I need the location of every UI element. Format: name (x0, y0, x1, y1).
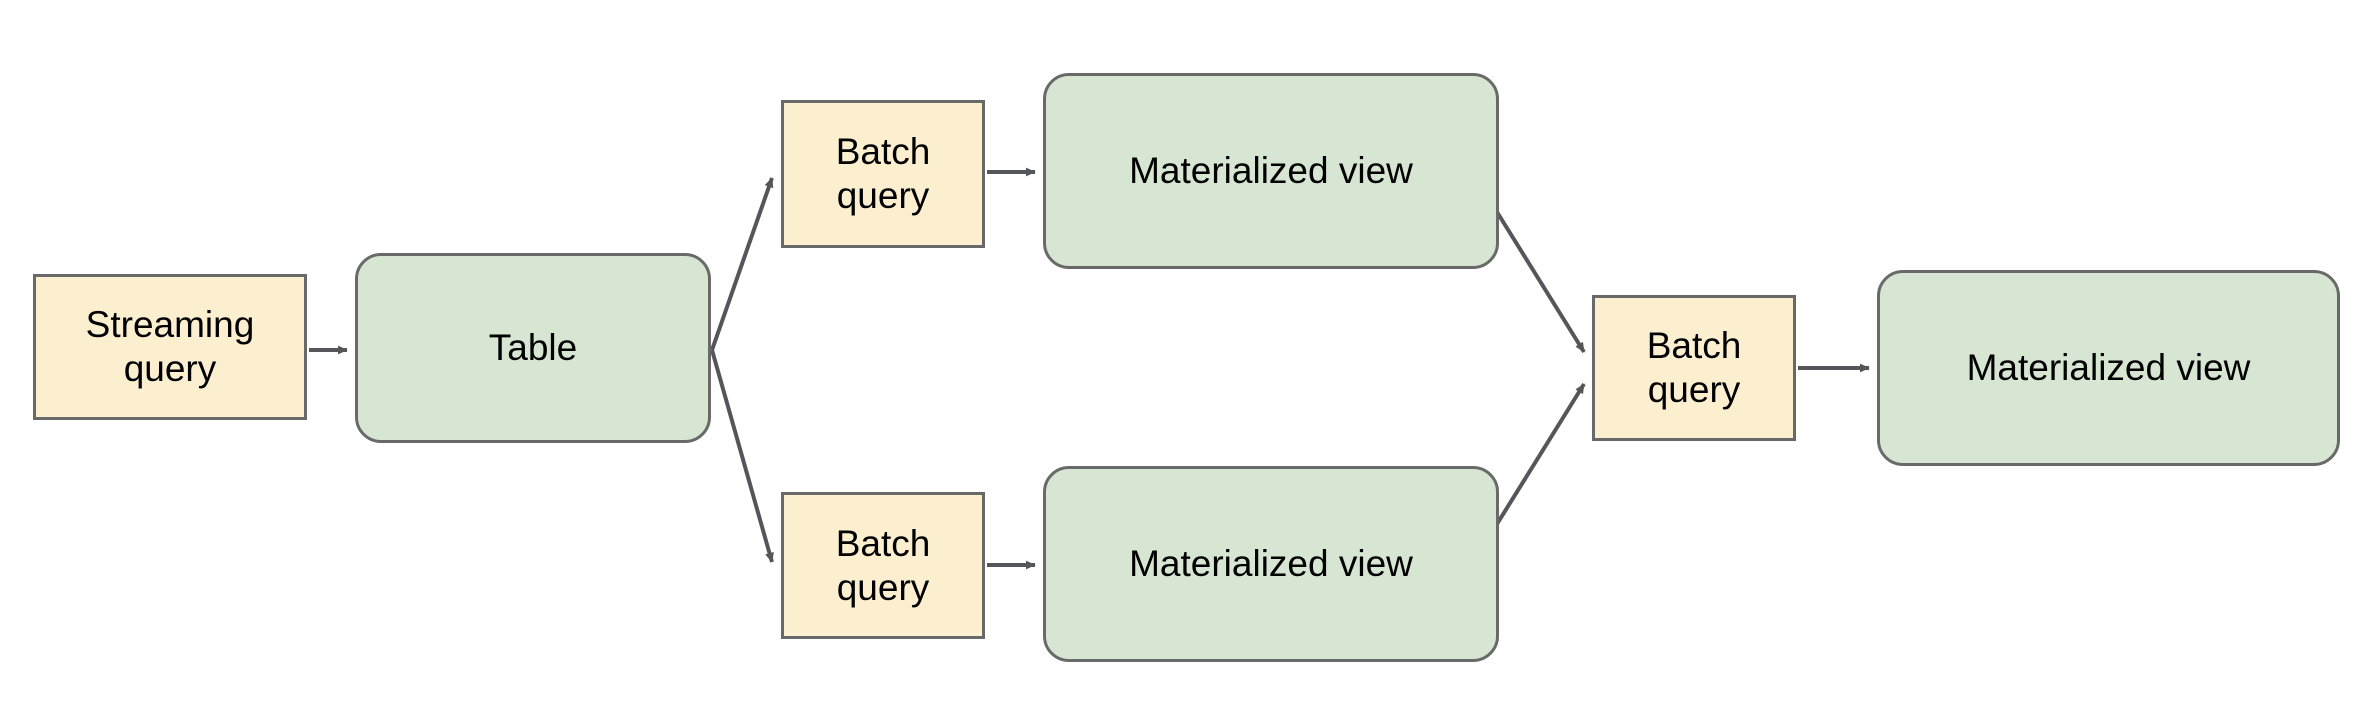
node-materialized-view-top[interactable]: Materialized view (1043, 73, 1499, 269)
edge-table-to-batch-query-top (710, 177, 774, 351)
node-materialized-view-right[interactable]: Materialized view (1877, 270, 2340, 466)
node-batch-query-bottom-label: Batch query (835, 522, 931, 608)
node-streaming-query-label: Streaming query (85, 304, 255, 389)
node-materialized-view-top-label: Materialized view (1129, 150, 1413, 192)
node-batch-query-join[interactable]: Batch query (1592, 295, 1796, 441)
node-table-label: Table (488, 327, 578, 369)
edge-table-to-batch-query-bottom (710, 349, 774, 563)
node-table[interactable]: Table (355, 253, 711, 443)
node-materialized-view-bottom[interactable]: Materialized view (1043, 466, 1499, 662)
node-batch-query-top-label: Batch query (835, 131, 931, 216)
edge-materialized-view-bottom-to-batch-query-join (1495, 382, 1586, 526)
edge-materialized-view-top-to-batch-query-join (1495, 210, 1586, 354)
node-batch-query-join-label: Batch query (1646, 325, 1742, 410)
node-streaming-query[interactable]: Streaming query (33, 274, 307, 420)
node-materialized-view-right-label: Materialized view (1966, 347, 2251, 389)
node-batch-query-bottom[interactable]: Batch query (781, 492, 985, 639)
node-materialized-view-bottom-label: Materialized view (1129, 543, 1413, 585)
node-batch-query-top[interactable]: Batch query (781, 100, 985, 248)
